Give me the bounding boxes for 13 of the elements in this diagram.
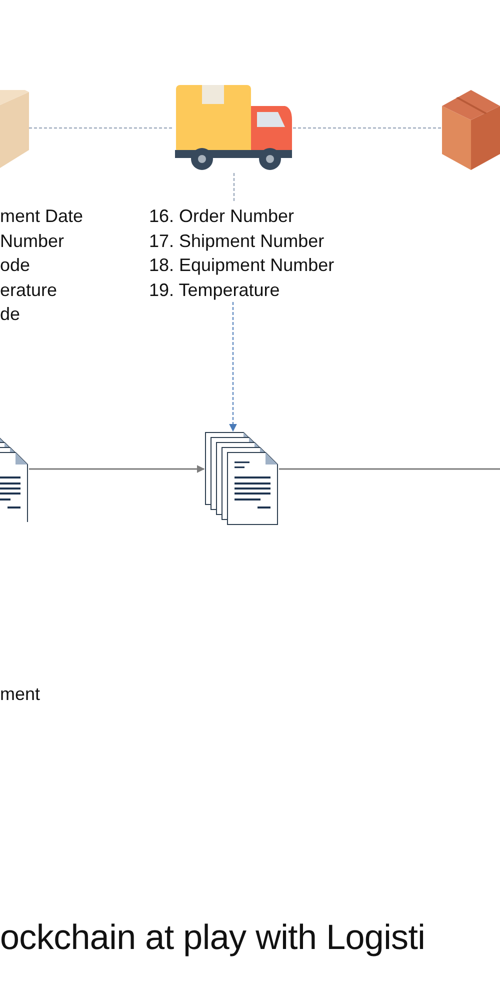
arrow xyxy=(29,465,205,473)
list-item: 16. Order Number xyxy=(149,205,296,228)
title: ockchain at play with Logisti xyxy=(0,918,426,958)
list-item: erature xyxy=(0,278,58,302)
list-item: 18. Equipment Number xyxy=(149,254,336,277)
text-fragment: ment xyxy=(0,684,40,705)
dotted-connector xyxy=(229,302,237,432)
list-item: 19. Temperature xyxy=(149,278,281,302)
list-item: ment Date xyxy=(0,205,84,228)
list-item: 17. Shipment Number xyxy=(149,230,326,253)
list-item: Number xyxy=(0,230,66,252)
list-item: de xyxy=(0,303,22,326)
list-item: ode xyxy=(0,254,32,277)
